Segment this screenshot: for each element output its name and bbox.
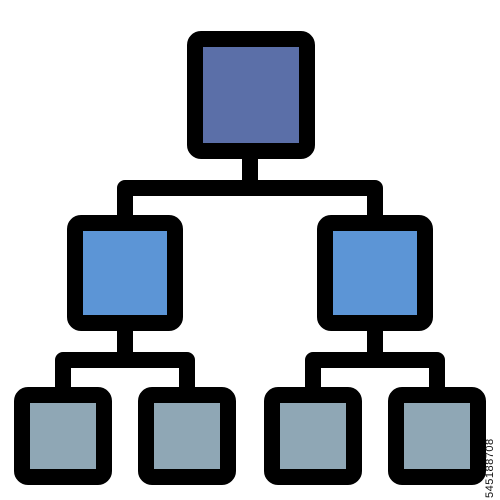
middle-node-right xyxy=(317,215,433,331)
connector-root-to-branches xyxy=(117,152,383,223)
root-node xyxy=(187,31,315,159)
stock-id-watermark: 545188708 xyxy=(484,438,496,498)
leaf-node-1 xyxy=(14,387,112,485)
leaf-node-4 xyxy=(388,387,486,485)
connector-left-branch xyxy=(55,323,195,395)
middle-node-left xyxy=(67,215,183,331)
leaf-node-2 xyxy=(138,387,236,485)
connector-right-branch xyxy=(305,323,445,395)
leaf-node-3 xyxy=(264,387,362,485)
